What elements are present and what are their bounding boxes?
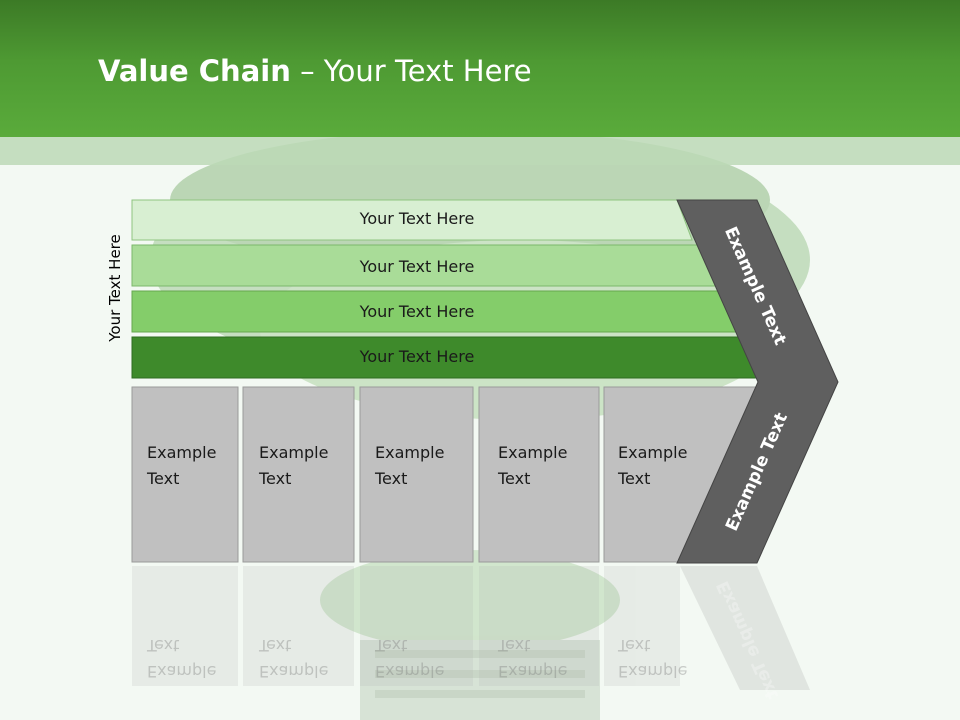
- activity-box-2-reflection-line1: Example: [259, 662, 329, 681]
- activity-box-3-reflection-line2: Text: [375, 636, 408, 655]
- chevron-reflection: [680, 566, 810, 690]
- side-label-text: Your Text Here: [106, 234, 124, 342]
- bar-4-label: Your Text Here: [359, 347, 475, 366]
- activity-box-2: [242, 386, 355, 563]
- activity-box-3-reflection: Example Text: [375, 632, 444, 684]
- activity-box-1-line1: Example: [147, 443, 217, 462]
- page-title: Value Chain – Your Text Here: [98, 54, 532, 88]
- activity-box-4-reflection-line2: Text: [498, 636, 531, 655]
- activity-box-2-reflection: Example Text: [259, 632, 328, 684]
- activity-box-1-reflection-line1: Example: [147, 662, 217, 681]
- box-reflections: [132, 566, 680, 686]
- activity-box-4-line1: Example: [498, 443, 568, 462]
- bar-1: [131, 199, 693, 241]
- chevron-arrow: [676, 199, 839, 564]
- title-rest: – Your Text Here: [290, 54, 532, 88]
- activity-box-1-line2: Text: [147, 469, 180, 488]
- activity-box-5-line2: Text: [618, 469, 651, 488]
- activity-box-4-text: Example Text: [498, 440, 567, 492]
- activity-box-2-line1: Example: [259, 443, 329, 462]
- activity-box-5-text: Example Text: [618, 440, 687, 492]
- activity-box-4: [478, 386, 600, 563]
- activity-box-2-line2: Text: [259, 469, 292, 488]
- bar-1-label: Your Text Here: [359, 209, 475, 228]
- activity-box-3-line2: Text: [375, 469, 408, 488]
- bar-3-label: Your Text Here: [359, 302, 475, 321]
- activity-box-2-text: Example Text: [259, 440, 328, 492]
- title-bold: Value Chain: [98, 54, 291, 88]
- activity-box-5-line1: Example: [618, 443, 688, 462]
- activity-box-3-line1: Example: [375, 443, 445, 462]
- activity-box-4-line2: Text: [498, 469, 531, 488]
- activity-box-5-reflection-line1: Example: [618, 662, 688, 681]
- activity-box-3-text: Example Text: [375, 440, 444, 492]
- header-band: [0, 137, 960, 165]
- activity-box-1-reflection: Example Text: [147, 632, 216, 684]
- activity-box-3: [359, 386, 474, 563]
- activity-box-4-reflection-line1: Example: [498, 662, 568, 681]
- activity-box-1: [131, 386, 239, 563]
- bar-2-label: Your Text Here: [359, 257, 475, 276]
- activity-box-1-reflection-line2: Text: [147, 636, 180, 655]
- activity-box-5-reflection-line2: Text: [618, 636, 651, 655]
- activity-box-4-reflection: Example Text: [498, 632, 567, 684]
- activity-box-3-reflection-line1: Example: [375, 662, 445, 681]
- header-bar: [0, 0, 960, 137]
- activity-box-5-reflection: Example Text: [618, 632, 687, 684]
- activity-box-2-reflection-line2: Text: [259, 636, 292, 655]
- activity-box-1-text: Example Text: [147, 440, 216, 492]
